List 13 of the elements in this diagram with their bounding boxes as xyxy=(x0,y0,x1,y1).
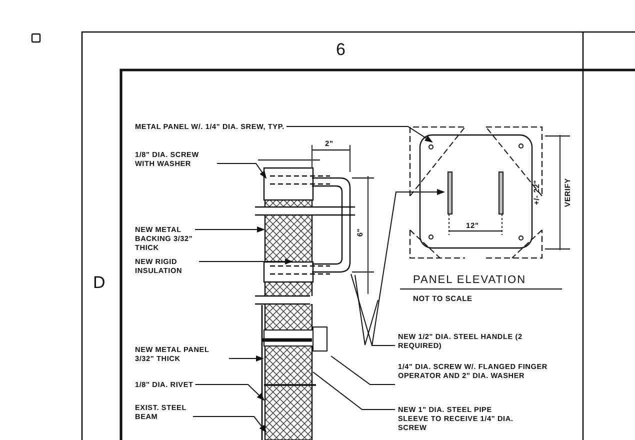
view-title: PANEL ELEVATION xyxy=(413,274,526,286)
leader-line xyxy=(330,356,396,385)
grid-reference: D xyxy=(93,273,106,293)
leader-line xyxy=(194,384,265,401)
leader-line xyxy=(192,416,267,433)
leader-line xyxy=(228,356,264,362)
grid-reference: 6 xyxy=(336,40,346,60)
leader-line xyxy=(216,163,267,179)
leader-line xyxy=(371,189,445,346)
leader-line xyxy=(194,226,265,232)
leader-line xyxy=(198,258,293,264)
leader-line xyxy=(286,126,433,143)
leader-line xyxy=(312,372,396,410)
